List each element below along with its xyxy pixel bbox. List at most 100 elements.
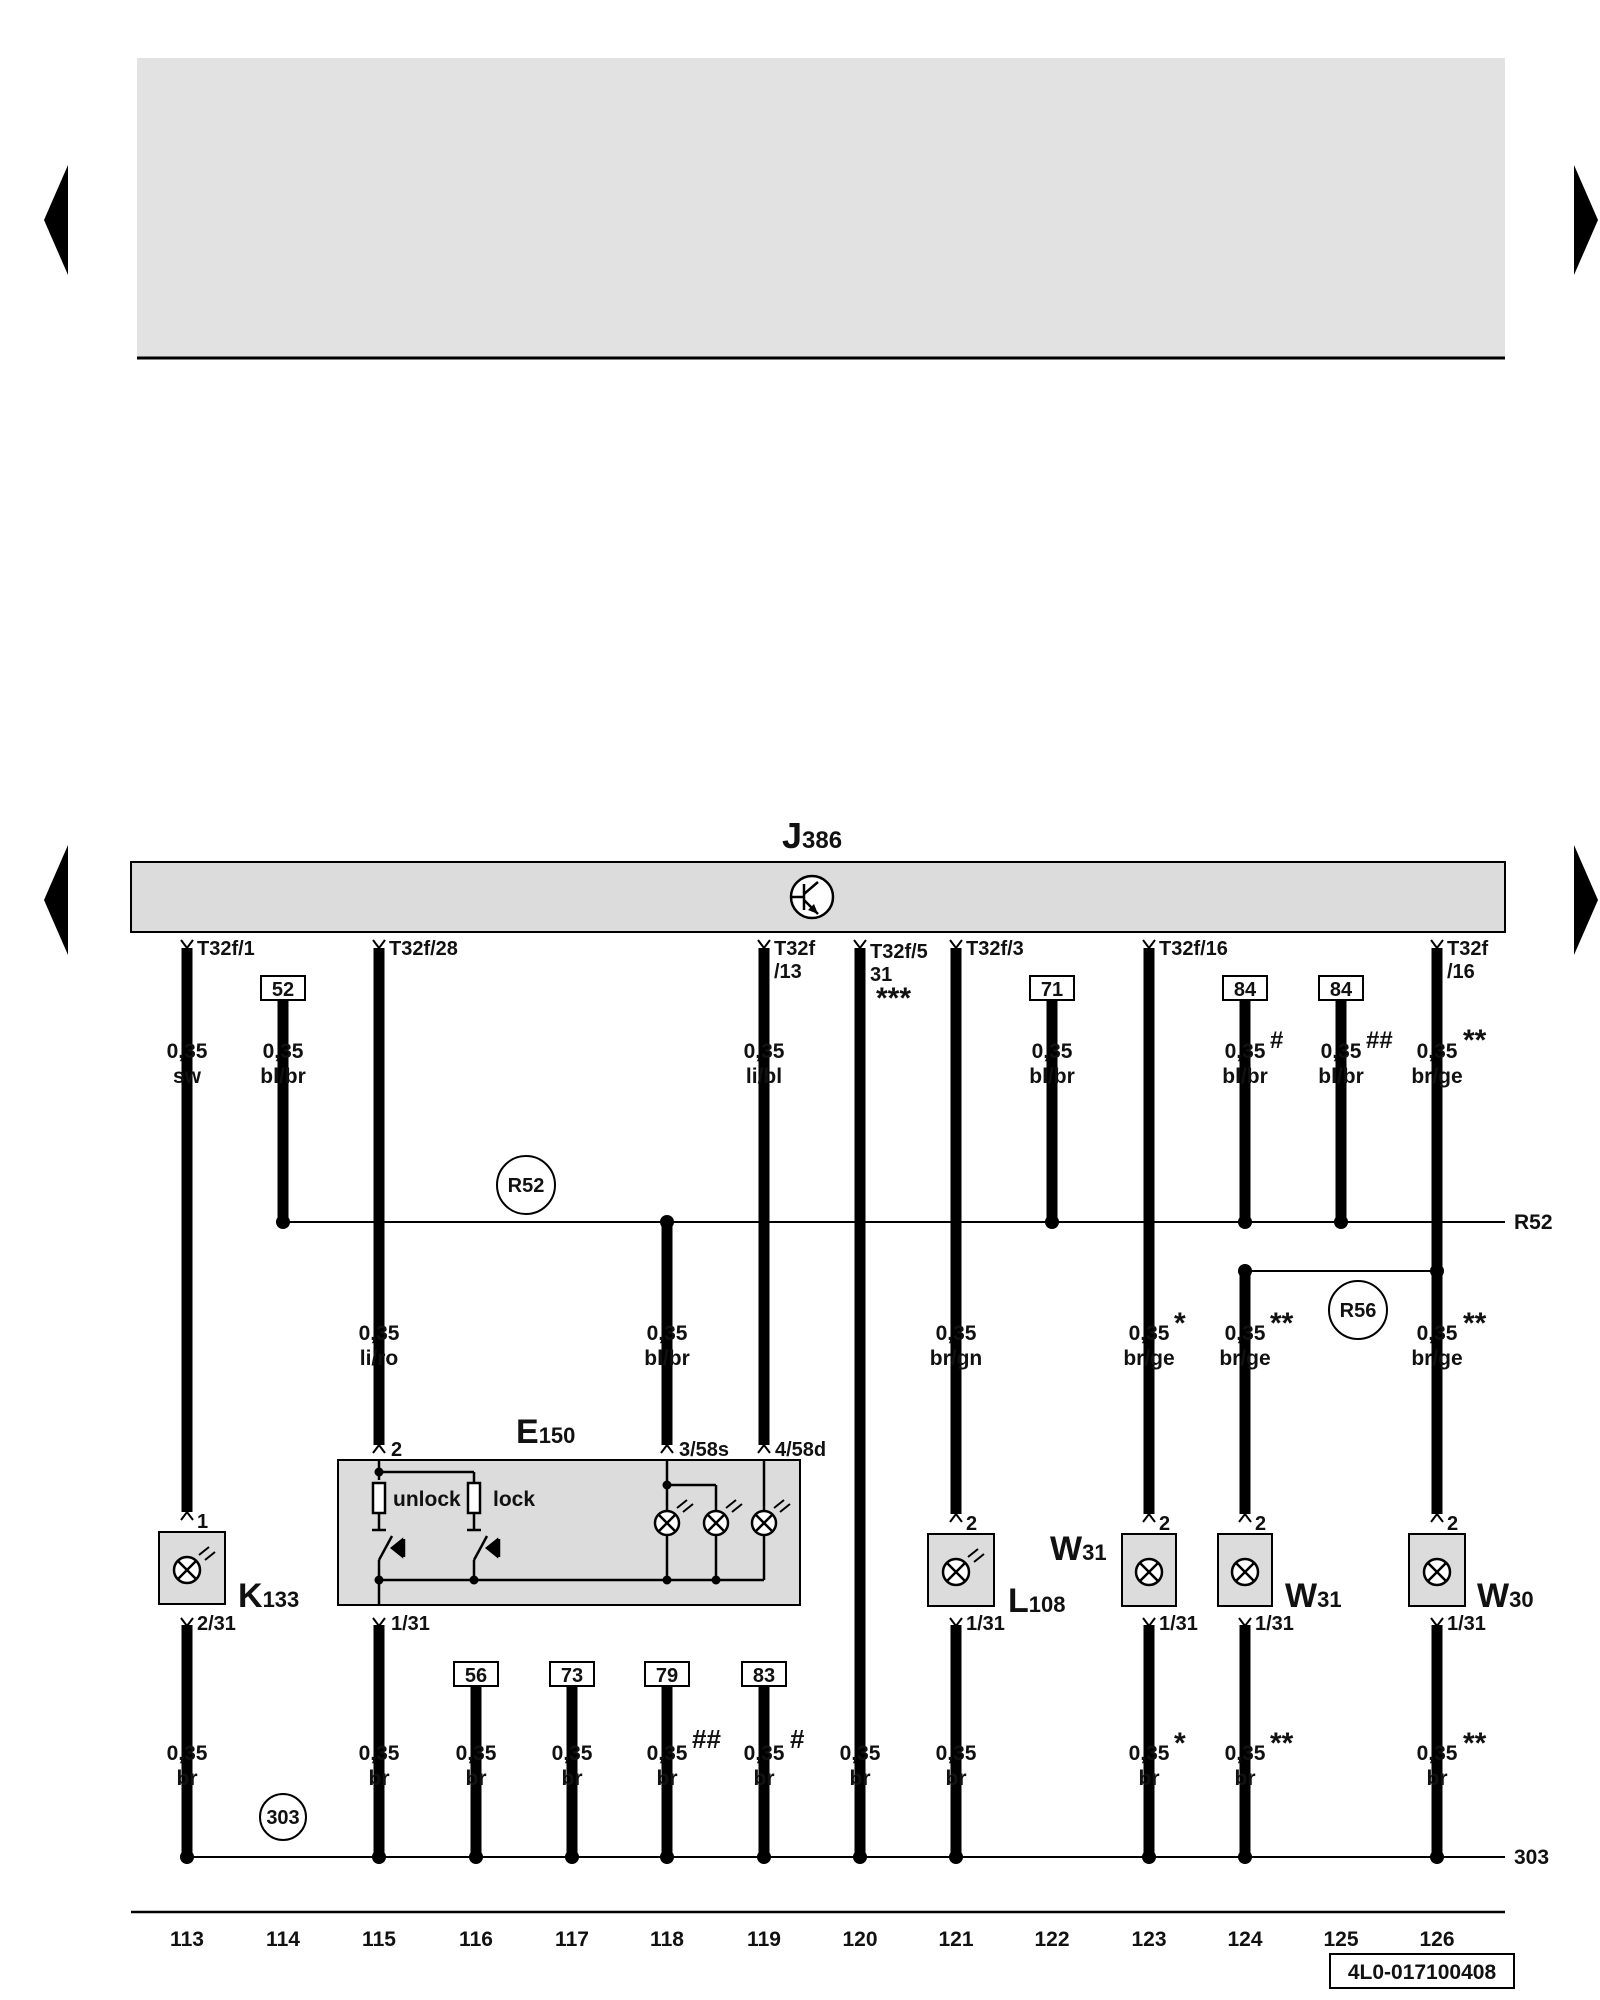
wire-color: br <box>466 1767 487 1790</box>
pin-label: /13 <box>774 961 802 983</box>
next-section-arrow-icon[interactable] <box>1574 845 1598 955</box>
column-number: 123 <box>1131 1928 1166 1951</box>
pin-label: T32f <box>1447 938 1488 960</box>
note-marker: ## <box>692 1724 721 1754</box>
note-marker: # <box>1270 1027 1283 1054</box>
pin-label: 1/31 <box>391 1613 430 1635</box>
wire-gauge: 0,35 <box>456 1742 497 1765</box>
pin-label: T32f/3 <box>966 938 1024 960</box>
unit-j386-label: J386 <box>782 815 842 856</box>
ref-number: 83 <box>753 1665 775 1687</box>
r56-marker <box>1328 1280 1388 1340</box>
switch-lamps <box>653 1499 791 1537</box>
wire-color: bl/br <box>644 1347 690 1370</box>
wire-gauge: 0,35 <box>936 1742 977 1765</box>
wire-color: br/gn <box>930 1347 983 1370</box>
wire-color: br <box>1235 1767 1256 1790</box>
wire-gauge: 0,35 <box>1032 1040 1073 1063</box>
bus-label: R52 <box>508 1175 545 1197</box>
pin-label: T32f <box>774 938 815 960</box>
note-marker: ** <box>1270 1727 1294 1760</box>
ref-number: 52 <box>272 979 294 1001</box>
column-number: 119 <box>747 1928 781 1951</box>
prev-page-arrow-icon[interactable] <box>44 165 68 275</box>
ref-number: 84 <box>1234 979 1257 1001</box>
wire-gauge: 0,35 <box>744 1742 785 1765</box>
lamp-w31-a <box>1121 1533 1177 1607</box>
wire-gauge: 0,35 <box>359 1742 400 1765</box>
wire-color: li/bl <box>746 1065 782 1088</box>
wire-gauge: 0,35 <box>1417 1742 1458 1765</box>
pin-label: /16 <box>1447 961 1475 983</box>
bus-end-label: R52 <box>1514 1211 1553 1234</box>
prev-section-arrow-icon[interactable] <box>44 845 68 955</box>
note-marker: *** <box>876 982 911 1015</box>
note-marker: * <box>1174 1727 1186 1760</box>
pin-label: 2 <box>1255 1513 1266 1535</box>
wire-gauge: 0,35 <box>167 1040 208 1063</box>
wire-color: br/ge <box>1411 1065 1462 1088</box>
ref-boxes-top <box>260 975 1364 1001</box>
note-marker: ** <box>1270 1307 1294 1340</box>
wires <box>181 948 1443 1857</box>
ref-number: 79 <box>656 1665 678 1687</box>
note-marker: ## <box>1366 1027 1393 1054</box>
lamp-l108 <box>927 1533 995 1607</box>
pin-arrows <box>180 939 1444 1628</box>
switch-e150-circuit <box>371 1460 766 1605</box>
column-number: 126 <box>1419 1928 1454 1951</box>
component-label: L108 <box>1008 1582 1066 1620</box>
column-number: 116 <box>459 1928 493 1951</box>
wire-color: br <box>1139 1767 1160 1790</box>
ref-number: 73 <box>561 1665 583 1687</box>
pin-label: T32f/16 <box>1159 938 1228 960</box>
wire-color: bl/br <box>260 1065 306 1088</box>
ref-number: 84 <box>1330 979 1353 1001</box>
component-label: W31 <box>1050 1530 1107 1568</box>
pin-label: T32f/28 <box>389 938 458 960</box>
wire-color: br <box>657 1767 678 1790</box>
lamp-w31-b <box>1217 1533 1273 1607</box>
pin-label: 2 <box>1447 1513 1458 1535</box>
wire-gauge: 0,35 <box>167 1742 208 1765</box>
wire-gauge: 0,35 <box>647 1742 688 1765</box>
column-number: 118 <box>650 1928 684 1951</box>
top-blank-panel <box>137 58 1505 358</box>
wire-color: br <box>850 1767 871 1790</box>
wire-gauge: 0,35 <box>840 1742 881 1765</box>
wire-gauge: 0,35 <box>359 1322 400 1345</box>
column-number: 120 <box>842 1928 877 1951</box>
junction-dots <box>180 1215 1444 1864</box>
wire-gauge: 0,35 <box>1225 1742 1266 1765</box>
lamp-w30 <box>1408 1533 1466 1607</box>
ref-number: 71 <box>1041 979 1063 1001</box>
wire-color: bl/br <box>1318 1065 1364 1088</box>
pin-label: 1/31 <box>1159 1613 1198 1635</box>
wire-color: br/ge <box>1411 1347 1462 1370</box>
column-number: 117 <box>555 1928 589 1951</box>
column-number: 115 <box>362 1928 396 1951</box>
pin-label: 3/58s <box>679 1439 729 1461</box>
pin-label: 1/31 <box>966 1613 1005 1635</box>
next-page-arrow-icon[interactable] <box>1574 165 1598 275</box>
pin-label: 4/58d <box>775 1439 826 1461</box>
ref-number: 56 <box>465 1665 487 1687</box>
ground-label: 303 <box>266 1807 299 1829</box>
component-label: W30 <box>1477 1577 1534 1615</box>
wire-color: br/ge <box>1123 1347 1174 1370</box>
column-number: 121 <box>938 1928 973 1951</box>
column-number: 113 <box>170 1928 204 1951</box>
wire-gauge: 0,35 <box>1417 1040 1458 1063</box>
column-number: 125 <box>1323 1928 1358 1951</box>
pin-label: T32f/5 <box>870 941 928 963</box>
pin-label: 31 <box>870 964 892 986</box>
switch-e150-label: E150 <box>516 1413 575 1451</box>
wire-color: br <box>946 1767 967 1790</box>
column-number: 114 <box>266 1928 300 1951</box>
note-marker: * <box>1174 1307 1186 1340</box>
lamp-k133 <box>158 1531 226 1605</box>
ref-boxes-bottom <box>453 1661 787 1687</box>
column-number: 124 <box>1227 1928 1262 1951</box>
note-marker: ** <box>1463 1024 1487 1057</box>
pin-label: 1/31 <box>1447 1613 1486 1635</box>
